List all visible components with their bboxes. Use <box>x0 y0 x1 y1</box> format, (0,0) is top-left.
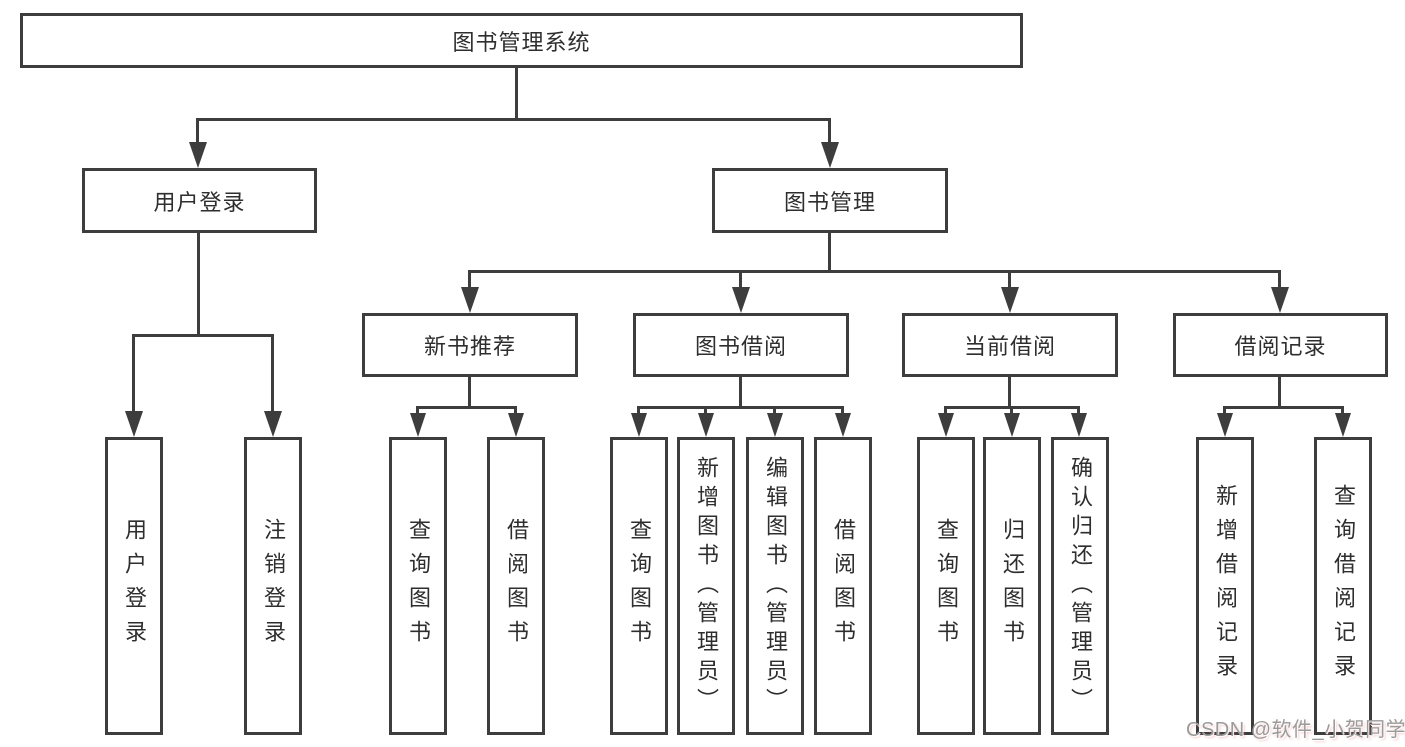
leaf-borrow-borrow-book: 借阅图书 <box>814 437 872 735</box>
connector-drop <box>637 406 640 415</box>
csdn-watermark: CSDN @软件_小贺同学 <box>1186 719 1405 741</box>
connector-drop-user-login <box>196 118 199 146</box>
connector-drop <box>841 406 844 415</box>
connector-new-book-stem <box>468 377 471 409</box>
connector-drop-borrow-record <box>1278 270 1281 290</box>
arrow-down-icon <box>631 413 647 437</box>
arrow-down-icon <box>698 413 714 437</box>
connector-drop-current-borrow <box>1008 270 1011 290</box>
arrow-down-icon <box>1071 413 1087 437</box>
connector-user-login-stem <box>197 233 200 337</box>
node-book-management: 图书管理 <box>712 168 948 233</box>
connector-drop <box>944 406 947 415</box>
connector-drop <box>416 406 419 415</box>
leaf-user-login: 用户登录 <box>105 437 163 735</box>
connector-level3-bus <box>468 270 1281 273</box>
arrow-down-icon <box>1271 287 1289 313</box>
connector-user-login-bus <box>132 334 274 337</box>
node-current-borrow: 当前借阅 <box>902 313 1118 377</box>
leaf-borrow-edit-book-admin: 编辑图书（管理员） <box>746 437 804 735</box>
connector-current-borrow-stem <box>1008 377 1011 409</box>
leaf-borrow-query-book: 查询图书 <box>610 437 668 735</box>
arrow-down-icon <box>1001 287 1019 313</box>
leaf-logout: 注销登录 <box>244 437 302 735</box>
connector-drop <box>1223 406 1226 415</box>
connector-borrow-record-stem <box>1278 377 1281 409</box>
leaf-record-query-record: 查询借阅记录 <box>1314 437 1372 735</box>
arrow-down-icon <box>835 413 851 437</box>
node-book-borrow: 图书借阅 <box>633 313 849 377</box>
arrow-down-icon <box>264 411 282 437</box>
node-new-book-recommend: 新书推荐 <box>362 313 578 377</box>
arrow-down-icon <box>125 411 143 437</box>
leaf-current-query-book: 查询图书 <box>917 437 975 735</box>
connector-book-borrow-stem <box>739 377 742 409</box>
arrow-down-icon <box>189 142 207 168</box>
node-borrow-record: 借阅记录 <box>1173 313 1388 377</box>
connector-borrow-record-bus <box>1223 406 1344 409</box>
arrow-down-icon <box>1004 413 1020 437</box>
arrow-down-icon <box>767 413 783 437</box>
connector-drop <box>1077 406 1080 415</box>
connector-root-stem <box>515 68 518 119</box>
connector-drop <box>773 406 776 415</box>
connector-drop-new-book <box>468 270 471 290</box>
leaf-newbook-query-book: 查询图书 <box>389 437 447 735</box>
arrow-down-icon <box>508 413 524 437</box>
arrow-down-icon <box>938 413 954 437</box>
arrow-down-icon <box>410 413 426 437</box>
connector-drop <box>514 406 517 415</box>
leaf-newbook-borrow-book: 借阅图书 <box>487 437 545 735</box>
arrow-down-icon <box>1217 413 1233 437</box>
leaf-current-return-book: 归还图书 <box>983 437 1041 735</box>
leaf-current-confirm-return-admin: 确认归还（管理员） <box>1051 437 1109 735</box>
connector-book-management-stem <box>828 233 831 273</box>
connector-drop-book-management <box>828 118 831 146</box>
connector-drop-leaf-user-login <box>132 334 135 413</box>
leaf-record-add-record: 新增借阅记录 <box>1196 437 1254 735</box>
connector-drop <box>1010 406 1013 415</box>
connector-new-book-bus <box>416 406 517 409</box>
arrow-down-icon <box>821 142 839 168</box>
node-root-system: 图书管理系统 <box>20 13 1023 68</box>
arrow-down-icon <box>732 287 750 313</box>
arrow-down-icon <box>1335 413 1351 437</box>
connector-book-borrow-bus <box>637 406 844 409</box>
connector-drop-leaf-logout <box>271 334 274 413</box>
connector-drop <box>1341 406 1344 415</box>
connector-drop-book-borrow <box>739 270 742 290</box>
node-user-login: 用户登录 <box>82 168 317 233</box>
connector-root-bus <box>197 118 831 121</box>
arrow-down-icon <box>461 287 479 313</box>
leaf-borrow-add-book-admin: 新增图书（管理员） <box>677 437 735 735</box>
connector-drop <box>704 406 707 415</box>
